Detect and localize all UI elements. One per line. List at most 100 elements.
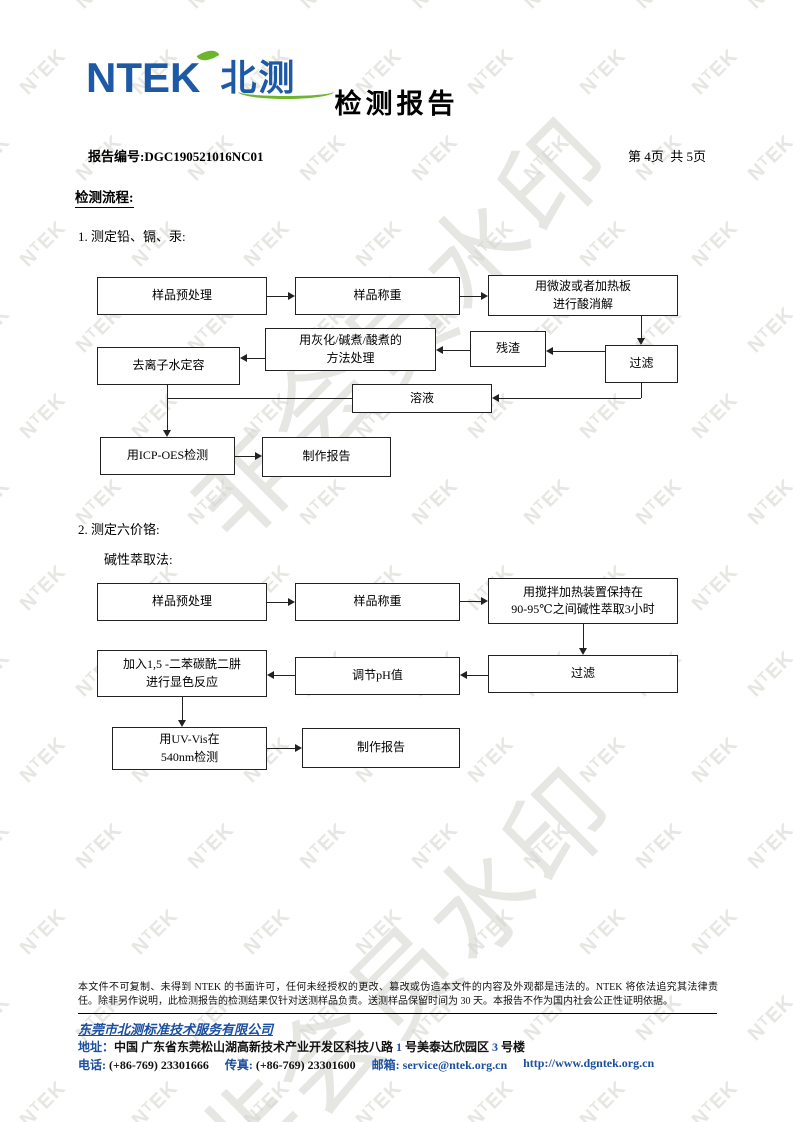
watermark-tile: NᵀEK <box>15 388 71 444</box>
flow2-connector-line <box>460 601 481 602</box>
flow1-box-filter: 过滤 <box>605 345 678 383</box>
flow2-box-sample-weighing: 样品称重 <box>295 583 460 621</box>
watermark-tile: NᵀEK <box>127 904 183 960</box>
watermark-tile: NᵀEK <box>743 474 793 530</box>
flow1-connector-line <box>641 316 642 338</box>
footer-divider <box>78 1013 717 1014</box>
flow1-connector-line <box>167 398 352 399</box>
watermark-tile: NᵀEK <box>0 646 15 702</box>
watermark-tile: NᵀEK <box>408 0 463 14</box>
watermark-tile: NᵀEK <box>743 990 793 1046</box>
flow2-arrowhead-left <box>267 671 274 679</box>
section-heading-flow: 检测流程: <box>75 186 134 208</box>
watermark-tile: NᵀEK <box>463 1076 519 1122</box>
watermark-tile: NᵀEK <box>631 474 687 530</box>
watermark-tile: NᵀEK <box>743 302 793 358</box>
address-number: 3 <box>492 1040 499 1054</box>
flow2-connector-line <box>267 602 288 603</box>
address-part: 号楼 <box>498 1040 526 1054</box>
flow2-connector-line <box>583 624 584 648</box>
email-link[interactable]: service@ntek.org.cn <box>402 1058 508 1072</box>
flow1-arrowhead-right <box>481 292 488 300</box>
watermark-tile: NᵀEK <box>183 818 239 874</box>
flow2-box-filter: 过滤 <box>488 655 678 693</box>
flow2-box-uv-vis-detection: 用UV-Vis在 540nm检测 <box>112 727 267 770</box>
watermark-tile: NᵀEK <box>744 0 793 14</box>
watermark-tile: NᵀEK <box>407 474 463 530</box>
flow1-connector-line <box>443 350 470 351</box>
flow2-box-sample-pretreatment: 样品预处理 <box>97 583 267 621</box>
flow1-connector-line <box>235 456 255 457</box>
address-number: 1 <box>396 1040 403 1054</box>
telephone-label: 电话: <box>78 1058 106 1072</box>
flow1-box-solution: 溶液 <box>352 384 492 413</box>
watermark-tile: NᵀEK <box>15 1076 71 1122</box>
telephone-value: (+86-769) 23301666 <box>109 1058 209 1072</box>
watermark-tile: NᵀEK <box>687 904 743 960</box>
watermark-tile: NᵀEK <box>0 818 15 874</box>
report-number-value: DGC190521016NC01 <box>144 149 264 164</box>
watermark-tile: NᵀEK <box>0 474 15 530</box>
flow2-connector-line <box>267 748 295 749</box>
ntek-logo: NTEK 北测 <box>86 45 334 101</box>
step1-label: 1. 测定铅、镉、汞: <box>78 229 186 244</box>
flow1-box-ashing-treatment: 用灰化/碱煮/酸煮的 方法处理 <box>265 328 436 371</box>
watermark-tile: NᵀEK <box>687 216 743 272</box>
step2-label: 2. 测定六价铬: <box>78 522 160 537</box>
watermark-tile: NᵀEK <box>15 904 71 960</box>
flow2-arrowhead-right <box>288 598 295 606</box>
flow1-connector-line <box>460 296 481 297</box>
disclaimer-text: 本文件不可复制、未得到 NTEK 的书面许可，任何未经授权的更改、篡改或伪造本文… <box>78 982 718 1007</box>
watermark-tile: NᵀEK <box>520 0 575 14</box>
watermark-tile: NᵀEK <box>687 560 743 616</box>
watermark-tile: NᵀEK <box>71 818 127 874</box>
watermark-tile: NᵀEK <box>239 216 295 272</box>
flow1-box-acid-digestion: 用微波或者加热板 进行酸消解 <box>488 275 678 316</box>
fax-label: 传真: <box>224 1058 253 1072</box>
flow1-box-sample-weighing: 样品称重 <box>295 277 460 315</box>
flow2-box-adjust-ph: 调节pH值 <box>295 657 460 695</box>
flow1-box-make-report: 制作报告 <box>262 437 391 477</box>
page-indicator: 第 4页 共 5页 <box>627 149 706 164</box>
flow2-connector-line <box>467 675 488 676</box>
watermark-tile: NᵀEK <box>632 0 687 14</box>
flow1-connector-line <box>553 351 605 352</box>
flow1-arrowhead-right <box>255 452 262 460</box>
flow1-box-sample-pretreatment: 样品预处理 <box>97 277 267 315</box>
flow1-arrowhead-down <box>163 430 171 437</box>
watermark-tile: NᵀEK <box>239 904 295 960</box>
flow1-arrowhead-left <box>240 354 247 362</box>
flow1-box-deionized-water-dilution: 去离子水定容 <box>97 347 240 385</box>
flow1-arrowhead-left <box>546 347 553 355</box>
email-label: 邮箱: <box>371 1058 400 1072</box>
flow2-arrowhead-down <box>178 720 186 727</box>
step2-method-label: 碱性萃取法: <box>104 552 173 567</box>
logo-swoosh-icon <box>238 84 334 99</box>
watermark-tile: NᵀEK <box>15 732 71 788</box>
flow1-arrowhead-left <box>436 346 443 354</box>
flow2-arrowhead-right <box>295 744 302 752</box>
company-name: 东莞市北测标准技术服务有限公司 <box>78 1022 274 1037</box>
flow1-connector-line <box>167 385 168 430</box>
watermark-tile: NᵀEK <box>184 0 239 14</box>
website-link[interactable]: http://www.dgntek.org.cn <box>523 1056 655 1070</box>
flow1-box-residue: 残渣 <box>470 331 546 367</box>
flow2-connector-line <box>274 675 295 676</box>
watermark-tile: NᵀEK <box>519 474 575 530</box>
flow2-arrowhead-right <box>481 597 488 605</box>
address-label: 地址： <box>78 1040 115 1054</box>
email: 邮箱: service@ntek.org.cn <box>372 1056 507 1073</box>
logo-text-en: NTEK <box>86 54 201 101</box>
watermark-tile: NᵀEK <box>0 990 15 1046</box>
watermark-tile: NᵀEK <box>15 560 71 616</box>
page-title: 检测报告 <box>334 89 459 119</box>
watermark-tile: NᵀEK <box>296 0 351 14</box>
watermark-tile: NᵀEK <box>743 818 793 874</box>
watermark-tile: NᵀEK <box>575 1076 631 1122</box>
company-contact: 电话: (+86-769) 23301666 传真: (+86-769) 233… <box>78 1056 654 1073</box>
flow2-box-make-report: 制作报告 <box>302 728 460 768</box>
flow2-arrowhead-down <box>579 648 587 655</box>
flow2-box-alkaline-extraction: 用搅拌加热装置保持在 90-95℃之间碱性萃取3小时 <box>488 578 678 624</box>
report-number-line: 报告编号:DGC190521016NC01 <box>88 146 264 165</box>
